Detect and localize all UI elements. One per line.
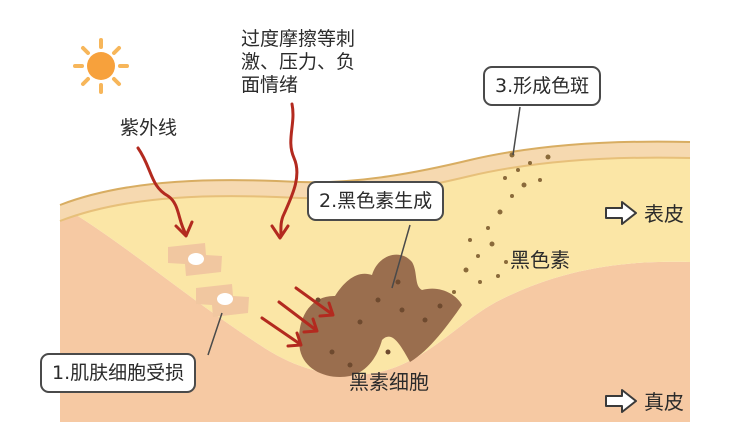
skin-surface [59,140,691,206]
stress-label-line-1: 过度摩擦等刺 [241,28,356,50]
leader-lines [207,106,521,356]
stress-label-line-3: 面情绪 [241,74,299,96]
uv-label: 紫外线 [120,117,178,139]
stress-label-line-2: 激、压力、负 [241,51,356,73]
uv-arrow-icon [136,146,194,238]
skin-cell-1 [168,243,222,276]
stimulus-arrows-icon [260,286,335,348]
skin-cell-2 [196,284,249,317]
melanocyte-cell [299,254,462,377]
dermis-layer [60,205,690,422]
step-3-box: 3.形成色斑 [483,66,602,106]
epidermis-legend: 表皮 [604,198,684,227]
melanocyte-granules [315,279,443,368]
sun-icon [73,38,129,94]
melanocyte-label: 黑素细胞 [349,370,429,394]
step-1-box: 1.肌肤细胞受损 [40,353,197,393]
melanin-label: 黑色素 [510,248,570,272]
dermis-label: 真皮 [644,390,684,414]
epidermis-label: 表皮 [644,202,684,226]
epidermis-layer [60,141,690,375]
step-2-box: 2.黑色素生成 [307,181,445,221]
dermis-legend: 真皮 [604,386,684,415]
stress-arrow-icon [270,102,299,240]
hollow-arrow-right-icon [605,388,637,413]
hollow-arrow-right-icon [605,200,637,225]
